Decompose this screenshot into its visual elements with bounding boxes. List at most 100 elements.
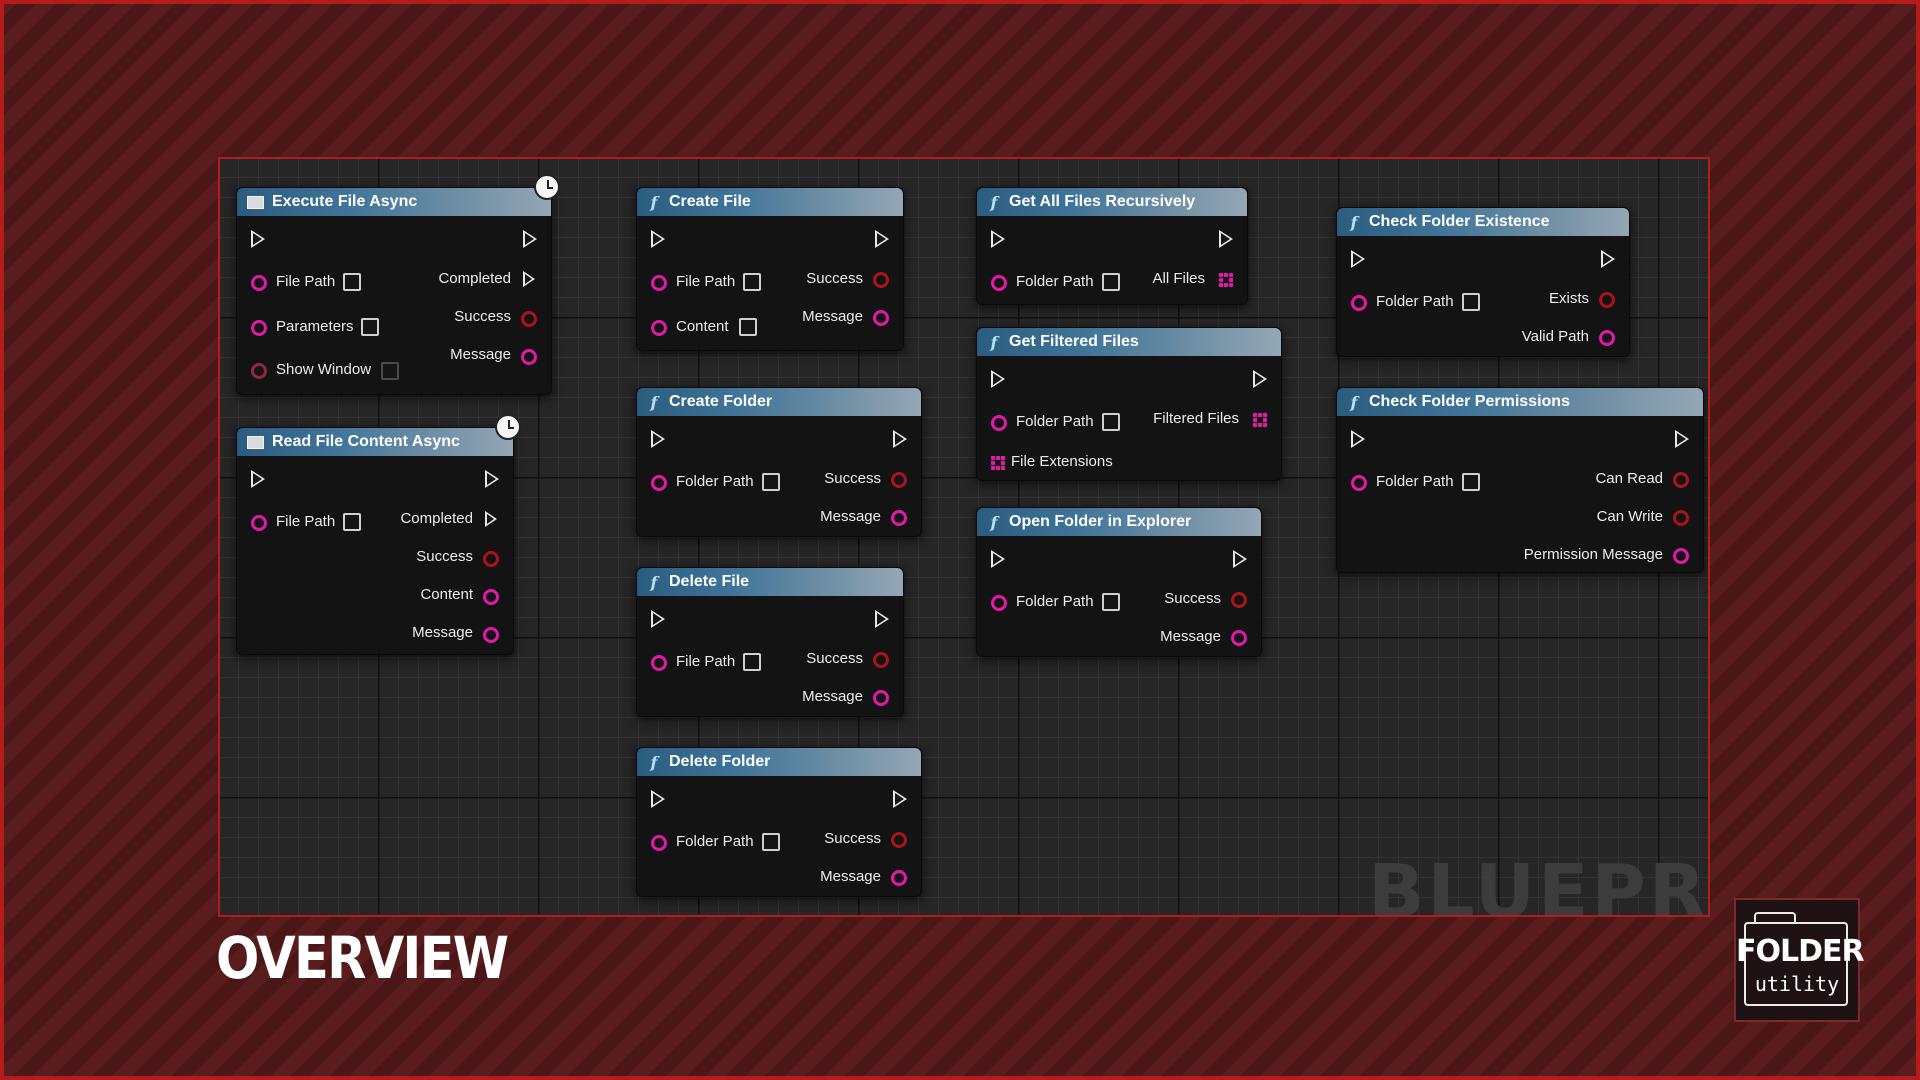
- success-output-pin[interactable]: [891, 472, 907, 488]
- success-output-pin[interactable]: [891, 832, 907, 848]
- valid-path-output-pin[interactable]: [1599, 330, 1615, 346]
- pin-label: Message: [450, 346, 511, 363]
- show-window-checkbox[interactable]: [381, 362, 399, 380]
- file-path-input-pin[interactable]: [251, 275, 267, 291]
- file-path-input-pin[interactable]: [651, 655, 667, 671]
- exec-out-pin[interactable]: [875, 230, 889, 248]
- exec-out-pin[interactable]: [485, 470, 499, 488]
- exec-out-pin[interactable]: [875, 610, 889, 628]
- node-open-folder-in-explorer[interactable]: f Open Folder in Explorer Folder Path Su…: [976, 507, 1262, 657]
- message-output-pin[interactable]: [1231, 630, 1247, 646]
- exec-in-pin[interactable]: [651, 230, 665, 248]
- exec-in-pin[interactable]: [991, 550, 1005, 568]
- message-output-pin[interactable]: [873, 310, 889, 326]
- completed-exec-pin[interactable]: [523, 271, 535, 287]
- message-output-pin[interactable]: [891, 510, 907, 526]
- folder-path-input-pin[interactable]: [991, 595, 1007, 611]
- node-read-file-content-async[interactable]: Read File Content Async File Path Comple…: [236, 414, 521, 655]
- show-window-input-pin[interactable]: [251, 363, 267, 379]
- folder-path-input-pin[interactable]: [991, 275, 1007, 291]
- parameters-default-box[interactable]: [361, 318, 379, 336]
- exec-in-pin[interactable]: [651, 430, 665, 448]
- folder-path-default-box[interactable]: [1102, 413, 1120, 431]
- file-path-default-box[interactable]: [743, 653, 761, 671]
- can-write-output-pin[interactable]: [1673, 510, 1689, 526]
- blueprint-graph[interactable]: BLUEPRINT Execute File Async File Path P…: [218, 157, 1710, 917]
- folder-path-input-pin[interactable]: [1351, 475, 1367, 491]
- node-get-filtered-files[interactable]: f Get Filtered Files Folder Path File Ex…: [976, 327, 1282, 481]
- exec-in-pin[interactable]: [251, 470, 265, 488]
- exec-in-pin[interactable]: [651, 610, 665, 628]
- exec-out-pin[interactable]: [1675, 430, 1689, 448]
- exec-out-pin[interactable]: [1233, 550, 1247, 568]
- array-output-pin[interactable]: [1219, 273, 1233, 287]
- exec-in-pin[interactable]: [651, 790, 665, 808]
- success-output-pin[interactable]: [1231, 592, 1247, 608]
- content-default-box[interactable]: [739, 318, 757, 336]
- node-check-folder-permissions[interactable]: f Check Folder Permissions Folder Path C…: [1336, 387, 1704, 573]
- content-input-pin[interactable]: [651, 320, 667, 336]
- exec-out-pin[interactable]: [523, 230, 537, 248]
- node-create-folder[interactable]: f Create Folder Folder Path Success Mess…: [636, 387, 922, 537]
- folder-path-input-pin[interactable]: [651, 475, 667, 491]
- node-header[interactable]: f Check Folder Permissions: [1337, 388, 1703, 416]
- node-header[interactable]: f Check Folder Existence: [1337, 208, 1629, 236]
- success-output-pin[interactable]: [873, 652, 889, 668]
- folder-path-default-box[interactable]: [1102, 593, 1120, 611]
- pin-label: Folder Path: [1016, 593, 1094, 610]
- message-output-pin[interactable]: [483, 627, 499, 643]
- message-output-pin[interactable]: [891, 870, 907, 886]
- node-header[interactable]: f Delete File: [637, 568, 903, 596]
- array-input-pin[interactable]: [991, 456, 1005, 470]
- exec-in-pin[interactable]: [991, 370, 1005, 388]
- node-header[interactable]: Execute File Async: [237, 188, 551, 216]
- file-path-input-pin[interactable]: [651, 275, 667, 291]
- node-header[interactable]: Read File Content Async: [237, 428, 513, 456]
- file-path-default-box[interactable]: [743, 273, 761, 291]
- exec-in-pin[interactable]: [1351, 430, 1365, 448]
- node-create-file[interactable]: f Create File File Path Content Success …: [636, 187, 904, 351]
- can-read-output-pin[interactable]: [1673, 472, 1689, 488]
- node-header[interactable]: f Delete Folder: [637, 748, 921, 776]
- file-path-default-box[interactable]: [343, 273, 361, 291]
- node-execute-file-async[interactable]: Execute File Async File Path Parameters …: [236, 174, 560, 395]
- exec-out-pin[interactable]: [1253, 370, 1267, 388]
- folder-path-default-box[interactable]: [1102, 273, 1120, 291]
- success-output-pin[interactable]: [483, 551, 499, 567]
- file-path-default-box[interactable]: [343, 513, 361, 531]
- folder-path-default-box[interactable]: [1462, 473, 1480, 491]
- completed-exec-pin[interactable]: [485, 511, 497, 527]
- exec-in-pin[interactable]: [251, 230, 265, 248]
- parameters-input-pin[interactable]: [251, 320, 267, 336]
- exec-out-pin[interactable]: [1219, 230, 1233, 248]
- exec-out-pin[interactable]: [893, 790, 907, 808]
- node-get-all-files-recursively[interactable]: f Get All Files Recursively Folder Path …: [976, 187, 1248, 305]
- folder-path-input-pin[interactable]: [651, 835, 667, 851]
- exec-out-pin[interactable]: [1601, 250, 1615, 268]
- node-delete-file[interactable]: f Delete File File Path Success Message: [636, 567, 904, 717]
- node-delete-folder[interactable]: f Delete Folder Folder Path Success Mess…: [636, 747, 922, 897]
- folder-path-input-pin[interactable]: [1351, 295, 1367, 311]
- exec-out-pin[interactable]: [893, 430, 907, 448]
- folder-path-default-box[interactable]: [762, 833, 780, 851]
- success-output-pin[interactable]: [873, 272, 889, 288]
- file-path-input-pin[interactable]: [251, 515, 267, 531]
- node-check-folder-existence[interactable]: f Check Folder Existence Folder Path Exi…: [1336, 207, 1630, 357]
- folder-path-input-pin[interactable]: [991, 415, 1007, 431]
- node-header[interactable]: f Get All Files Recursively: [977, 188, 1247, 216]
- message-output-pin[interactable]: [873, 690, 889, 706]
- exec-in-pin[interactable]: [991, 230, 1005, 248]
- folder-path-default-box[interactable]: [1462, 293, 1480, 311]
- folder-path-default-box[interactable]: [762, 473, 780, 491]
- node-header[interactable]: f Open Folder in Explorer: [977, 508, 1261, 536]
- message-output-pin[interactable]: [521, 349, 537, 365]
- content-output-pin[interactable]: [483, 589, 499, 605]
- array-output-pin[interactable]: [1253, 413, 1267, 427]
- node-header[interactable]: f Create File: [637, 188, 903, 216]
- node-header[interactable]: f Create Folder: [637, 388, 921, 416]
- exec-in-pin[interactable]: [1351, 250, 1365, 268]
- exists-output-pin[interactable]: [1599, 292, 1615, 308]
- success-output-pin[interactable]: [521, 311, 537, 327]
- node-header[interactable]: f Get Filtered Files: [977, 328, 1281, 356]
- permission-message-output-pin[interactable]: [1673, 548, 1689, 564]
